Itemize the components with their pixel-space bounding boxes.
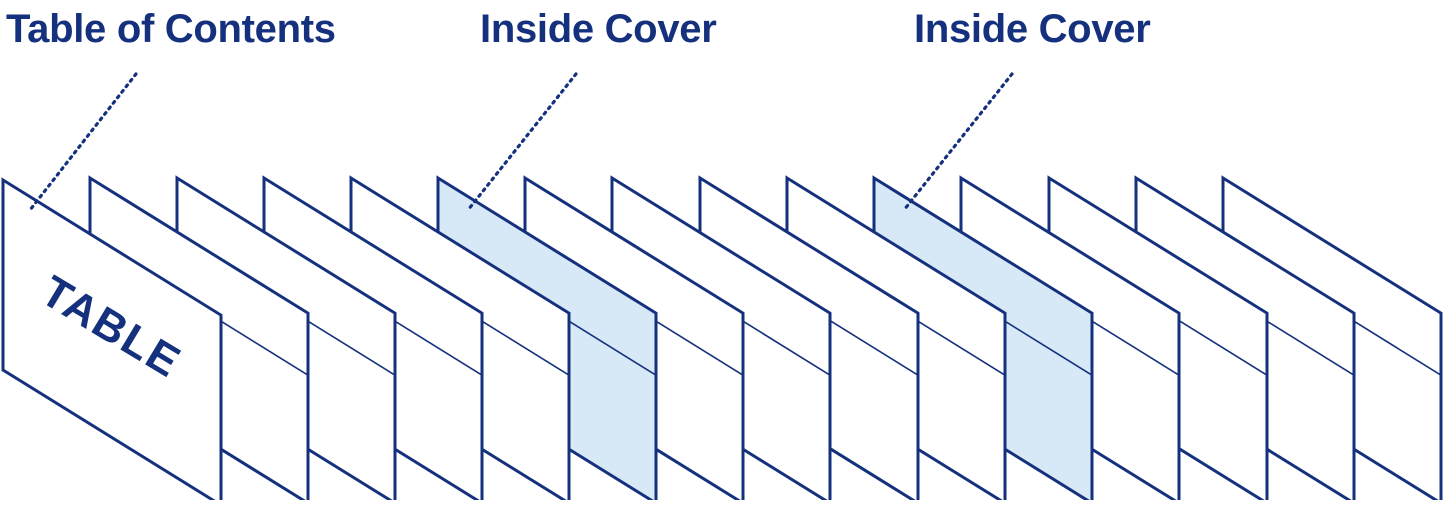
page-divider-line (742, 320, 831, 376)
page-divider-line (1091, 320, 1180, 376)
page-divider-line (220, 320, 309, 376)
page-divider-line (481, 320, 570, 376)
caption-table-of-contents: Table of Contents (6, 7, 336, 51)
leader-line-2 (902, 72, 1014, 212)
leader-line-0 (28, 72, 138, 212)
page-divider-line (655, 320, 744, 376)
page-sheet-0: TABLE (1, 177, 223, 505)
page-divider-line (917, 320, 1006, 376)
page-divider-line (394, 320, 483, 376)
leader-line-1 (466, 72, 578, 212)
page-divider-line (1266, 320, 1355, 376)
page-divider-line (1353, 320, 1442, 376)
page-divider-line (568, 320, 657, 376)
page-divider-line (307, 320, 396, 376)
page-divider-line (1179, 320, 1268, 376)
caption-inside-cover-second: Inside Cover (914, 7, 1151, 51)
page-divider-line (830, 320, 919, 376)
page-divider-line (1004, 320, 1093, 376)
caption-inside-cover-first: Inside Cover (480, 7, 717, 51)
page (1, 177, 223, 505)
